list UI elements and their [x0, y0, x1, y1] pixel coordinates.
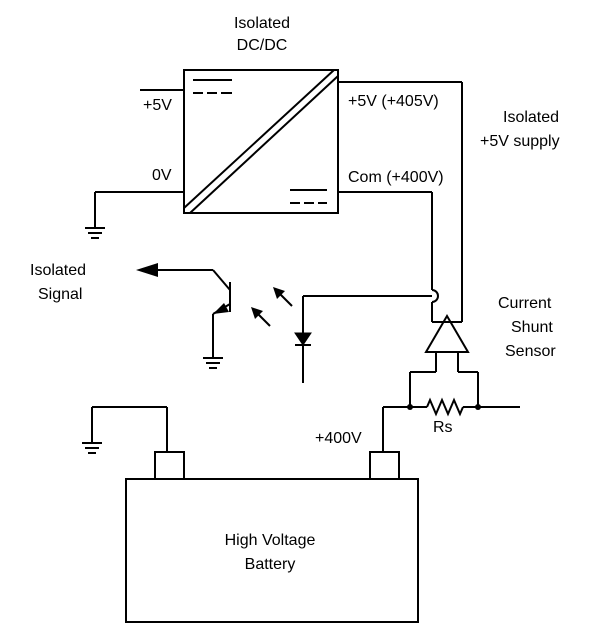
- output-com-label: Com (+400V): [348, 169, 444, 186]
- input-wiring: [94, 89, 184, 228]
- shunt-resistor-label: Rs: [433, 419, 453, 436]
- battery-terminal-voltage: +400V: [315, 430, 362, 447]
- ground-icon: [82, 442, 102, 454]
- sensor-label-line2: Shunt: [511, 319, 553, 336]
- signal-label-line1: Isolated: [30, 262, 86, 279]
- sensor-label-line1: Current: [498, 295, 552, 312]
- ground-icon: [85, 227, 105, 239]
- battery-label-line1: High Voltage: [225, 532, 316, 549]
- shunt-resistor-icon: [382, 397, 520, 452]
- signal-label-line2: Signal: [38, 286, 82, 303]
- dcdc-title-line2: DC/DC: [237, 37, 288, 54]
- amplifier-icon: [409, 314, 479, 407]
- battery-label-line2: Battery: [245, 556, 296, 573]
- supply-label-line2: +5V supply: [480, 133, 560, 150]
- supply-label-line1: Isolated: [503, 109, 559, 126]
- output-wiring: [338, 81, 463, 322]
- output-plus5v-label: +5V (+405V): [348, 93, 439, 110]
- sensor-label-line3: Sensor: [505, 343, 556, 360]
- dcdc-title-line1: Isolated: [234, 15, 290, 32]
- led-icon: [294, 295, 432, 383]
- light-emission-arrows-icon: [251, 287, 293, 327]
- ground-icon: [203, 357, 223, 369]
- dcdc-converter: [183, 69, 339, 214]
- phototransistor-icon: [136, 263, 231, 358]
- input-0v-label: 0V: [152, 167, 172, 184]
- battery-icon: [91, 406, 419, 623]
- input-plus5v-label: +5V: [143, 97, 172, 114]
